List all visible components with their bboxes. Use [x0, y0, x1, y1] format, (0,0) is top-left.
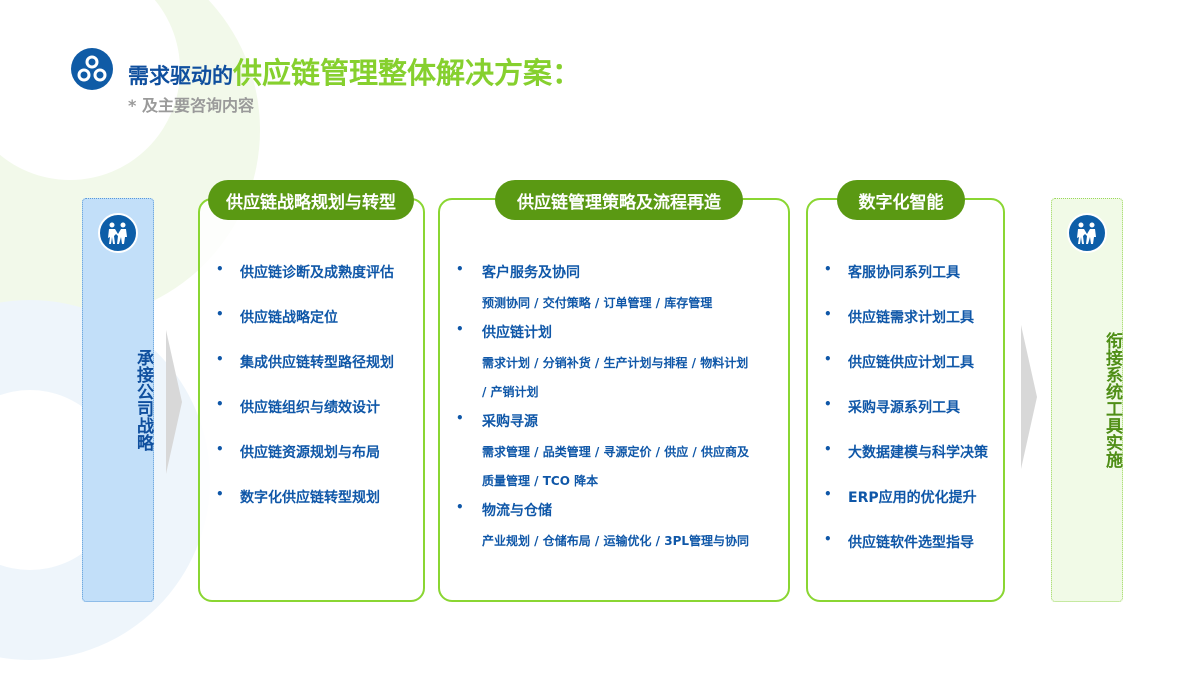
list-item: • 客服协同系列工具	[824, 262, 988, 307]
handshake-people-icon	[1067, 213, 1107, 253]
list-item-label: 供应链战略定位	[240, 310, 338, 326]
bullet-icon: •	[216, 307, 224, 321]
bullet-icon: •	[216, 352, 224, 366]
list-item-label: 数字化供应链转型规划	[240, 490, 380, 506]
list-item: • 供应链战略定位	[216, 307, 394, 352]
subtitle: * 及主要咨询内容	[128, 96, 254, 115]
bullet-icon: •	[824, 487, 832, 501]
column-strategy: 供应链战略规划与转型 • 供应链诊断及成熟度评估 • 供应链战略定位 • 集成供应链转型路…	[198, 180, 425, 602]
left-panel-label: 承接公司战略	[133, 349, 153, 451]
arrow-right-icon	[1021, 325, 1037, 469]
column-title: 供应链管理策略及流程再造	[495, 180, 743, 220]
bullet-icon: •	[824, 262, 832, 276]
group-heading-label: 采购寻源	[482, 413, 538, 430]
group-heading-label: 客户服务及协同	[482, 265, 580, 281]
group-heading-label: 供应链计划	[482, 324, 552, 341]
list-item: • 采购寻源系列工具	[824, 397, 988, 442]
group-detail: / 产销计划	[482, 385, 539, 399]
title-part1: 需求驱动的	[128, 64, 233, 88]
group-detail: 需求管理 / 品类管理 / 寻源定价 / 供应 / 供应商及	[482, 444, 749, 459]
list-item-label: 供应链组织与绩效设计	[240, 400, 380, 416]
title-part2: 供应链管理整体解决方案：	[233, 56, 582, 90]
group-detail: 质量管理 / TCO 降本	[482, 474, 599, 488]
list-item-label: 客服协同系列工具	[848, 265, 960, 281]
bullet-icon: •	[456, 321, 464, 336]
list-item: • 供应链供应计划工具	[824, 352, 988, 397]
list-item-label: 集成供应链转型路径规划	[240, 355, 394, 371]
list-item-label: 供应链需求计划工具	[848, 310, 974, 326]
group-detail: 产业规划 / 仓储布局 / 运输优化 / 3PL管理与协同	[482, 533, 750, 548]
bullet-icon: •	[824, 307, 832, 321]
list-item: • 供应链软件选型指导	[824, 532, 988, 577]
bullet-icon: •	[824, 352, 832, 366]
list-item-label: 供应链诊断及成熟度评估	[240, 265, 394, 281]
group-detail: 预测协同 / 交付策略 / 订单管理 / 库存管理	[482, 296, 713, 310]
column-digital: 数字化智能 • 客服协同系列工具 • 供应链需求计划工具 • 供应链供应计划工具 • 采购寻源…	[806, 180, 1005, 602]
list-item-label: 供应链供应计划工具	[848, 355, 974, 371]
arrow-right-icon	[166, 330, 182, 474]
list-item: • 供应链资源规划与布局	[216, 442, 394, 487]
list-item: • 供应链组织与绩效设计	[216, 397, 394, 442]
right-panel: 衔接系统工具实施	[1051, 198, 1123, 602]
group-heading: • 客户服务及协同	[456, 262, 749, 292]
bullet-icon: •	[216, 397, 224, 411]
list-item: • 大数据建模与科学决策	[824, 442, 988, 487]
group-heading-label: 物流与仓储	[482, 502, 552, 519]
bullet-icon: •	[456, 262, 464, 276]
bullet-icon: •	[824, 397, 832, 411]
group-heading: • 供应链计划	[456, 322, 749, 352]
column-title: 供应链战略规划与转型	[208, 180, 414, 220]
bullet-icon: •	[456, 499, 464, 514]
list-item-label: 采购寻源系列工具	[848, 400, 960, 416]
left-panel: 承接公司战略	[82, 198, 154, 602]
list-item-label: 供应链资源规划与布局	[240, 445, 380, 461]
list-item: • ERP应用的优化提升	[824, 487, 988, 532]
column-title: 数字化智能	[837, 180, 965, 220]
bullet-icon: •	[456, 410, 464, 425]
logo-icon	[71, 48, 113, 90]
bullet-icon: •	[824, 442, 832, 456]
bullet-icon: •	[216, 442, 224, 456]
column-process: 供应链管理策略及流程再造 • 客户服务及协同预测协同 / 交付策略 / 订单管理 …	[438, 180, 790, 602]
list-item: • 供应链诊断及成熟度评估	[216, 262, 394, 307]
list-item-label: 大数据建模与科学决策	[848, 445, 988, 461]
group-heading: • 物流与仓储	[456, 500, 749, 530]
right-panel-label: 衔接系统工具实施	[1102, 332, 1122, 468]
page-title: 需求驱动的供应链管理整体解决方案：	[128, 50, 581, 92]
handshake-people-icon	[98, 213, 138, 253]
bullet-icon: •	[216, 487, 224, 501]
list-item-label: ERP应用的优化提升	[848, 490, 977, 506]
list-item: • 集成供应链转型路径规划	[216, 352, 394, 397]
bullet-icon: •	[216, 262, 224, 276]
list-item: • 供应链需求计划工具	[824, 307, 988, 352]
group-heading: • 采购寻源	[456, 411, 749, 441]
list-item-label: 供应链软件选型指导	[848, 535, 974, 551]
group-detail: 需求计划 / 分销补货 / 生产计划与排程 / 物料计划	[482, 355, 749, 370]
bullet-icon: •	[824, 532, 832, 546]
list-item: • 数字化供应链转型规划	[216, 487, 394, 532]
